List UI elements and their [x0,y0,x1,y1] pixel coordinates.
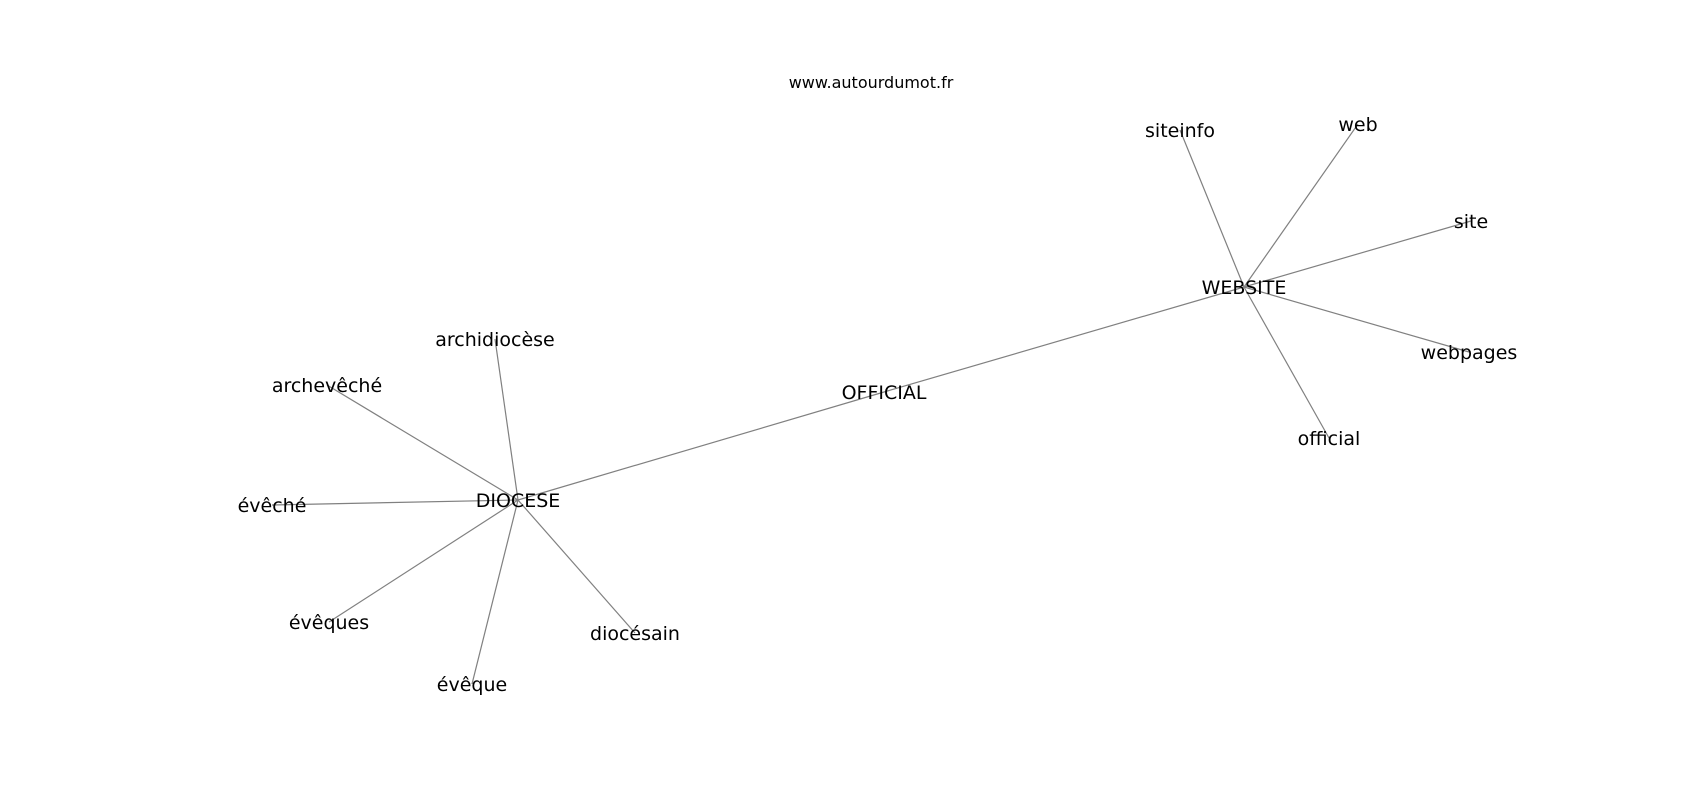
node-eveche: évêché [238,495,307,517]
node-official: official [1298,428,1361,450]
edge-DIOCESE-eveques [328,499,519,623]
edge-WEBSITE-site [1243,220,1472,288]
node-webpages: webpages [1421,342,1518,364]
node-site: site [1454,211,1488,233]
node-DIOCESE: DIOCESE [476,490,561,512]
node-archidiocese: archidiocèse [435,329,555,351]
edge-DIOCESE-diocesain [517,499,636,634]
edge-DIOCESE-archeveche [326,384,519,501]
edge-WEBSITE-official [1243,286,1330,439]
edges-layer [271,123,1472,685]
nodes-layer: DIOCESE OFFICIAL WEBSITE archidiocèse archev… [238,114,1518,696]
site-watermark: www.autourdumot.fr [789,73,954,92]
node-eveques: évêques [289,612,369,634]
edge-DIOCESE-OFFICIAL [517,391,885,501]
edge-DIOCESE-archidiocese [494,338,519,501]
edge-OFFICIAL-WEBSITE [883,286,1245,393]
node-eveque: évêque [437,674,507,696]
edge-WEBSITE-siteinfo [1179,129,1245,288]
edge-DIOCESE-eveche [271,499,519,506]
node-web: web [1338,114,1377,136]
edge-WEBSITE-webpages [1243,286,1470,353]
node-OFFICIAL: OFFICIAL [842,382,927,404]
node-WEBSITE: WEBSITE [1202,277,1287,299]
edge-WEBSITE-web [1243,123,1359,288]
node-diocesain: diocésain [590,623,680,645]
node-siteinfo: siteinfo [1145,120,1215,142]
edge-DIOCESE-eveque [471,499,519,685]
node-archeveche: archevêché [272,375,382,397]
